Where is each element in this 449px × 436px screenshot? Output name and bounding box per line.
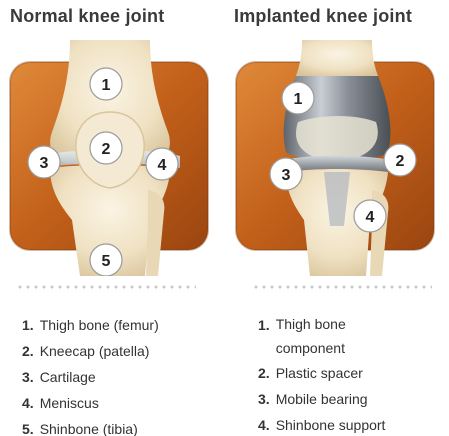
svg-text:4: 4	[366, 209, 375, 226]
fibula-shape	[146, 190, 164, 276]
svg-text:5: 5	[102, 253, 111, 270]
svg-text:3: 3	[40, 155, 49, 172]
normal-divider	[16, 284, 196, 290]
implanted-knee-title: Implanted knee joint	[234, 6, 412, 27]
implanted-legend-list: 1.Thigh bonecomponent 2.Plastic spacer 3…	[258, 312, 426, 436]
list-item: 3.Mobile bearing	[258, 386, 426, 412]
implanted-knee-illustration: 1 2 3 4	[226, 40, 446, 276]
normal-marker-1: 1	[90, 68, 122, 100]
list-item: 4.Shinbone support	[258, 412, 426, 436]
normal-marker-2: 2	[90, 132, 122, 164]
normal-marker-3: 3	[28, 146, 60, 178]
normal-marker-5: 5	[90, 244, 122, 276]
svg-text:3: 3	[282, 167, 291, 184]
implant-femur-shape	[296, 40, 378, 76]
svg-text:2: 2	[396, 153, 405, 170]
normal-marker-4: 4	[146, 148, 178, 180]
list-item: 5.Shinbone (tibia)	[22, 416, 159, 436]
svg-text:4: 4	[158, 157, 167, 174]
implanted-divider	[252, 284, 432, 290]
list-item: 2.Plastic spacer	[258, 360, 426, 386]
implanted-knee-svg: 1 2 3 4	[226, 40, 446, 276]
svg-text:1: 1	[102, 77, 111, 94]
implanted-marker-2: 2	[384, 144, 416, 176]
implanted-marker-1: 1	[282, 82, 314, 114]
svg-text:2: 2	[102, 141, 111, 158]
normal-knee-svg: 1 2 3 4 5	[0, 40, 220, 276]
list-item: 1.Thigh bone (femur)	[22, 312, 159, 338]
list-item: 4.Meniscus	[22, 390, 159, 416]
list-item: 3.Cartilage	[22, 364, 159, 390]
implanted-marker-3: 3	[270, 158, 302, 190]
list-item: 1.Thigh bonecomponent	[258, 312, 426, 360]
normal-legend-list: 1.Thigh bone (femur) 2.Kneecap (patella)…	[22, 312, 159, 436]
normal-knee-title: Normal knee joint	[10, 6, 164, 27]
svg-text:1: 1	[294, 91, 303, 108]
list-item: 2.Kneecap (patella)	[22, 338, 159, 364]
implanted-marker-4: 4	[354, 200, 386, 232]
normal-knee-illustration: 1 2 3 4 5	[0, 40, 220, 276]
